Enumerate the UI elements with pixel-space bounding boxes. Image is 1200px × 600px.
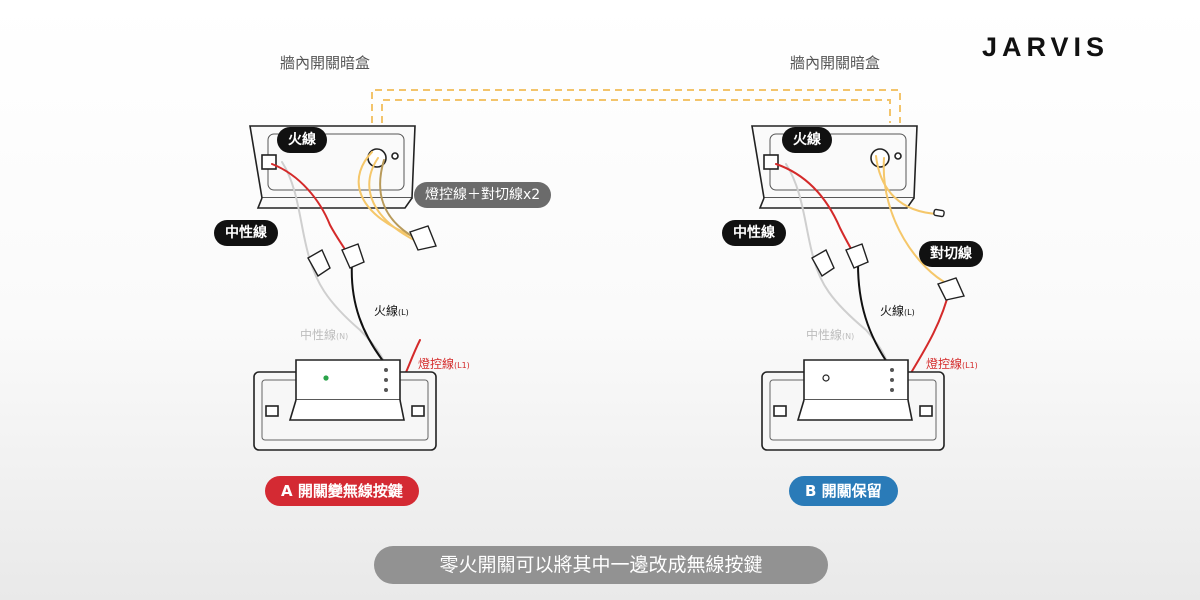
caption-b-badge: B 開關保留 (789, 476, 898, 506)
right-live-label: 火線(L) (880, 304, 915, 318)
left-bundle-pill: 燈控線＋對切線x2 (414, 182, 552, 208)
right-wire-nuts (811, 208, 965, 301)
left-wall-box (249, 125, 416, 209)
video-subtitle: 零火開關可以將其中一邊改成無線按鍵 (374, 546, 828, 584)
right-traveler-1 (875, 155, 939, 215)
caption-a-badge: A 開關變無線按鍵 (265, 476, 419, 506)
right-lamp-label: 燈控線(L1) (926, 357, 978, 371)
left-traveler-2 (368, 157, 415, 241)
right-live-pill: 火線 (782, 127, 832, 153)
jarvis-logo: JARVIS (982, 32, 1110, 62)
left-switch (253, 359, 437, 451)
right-neutral-wire (785, 163, 891, 373)
left-box-title: 牆內開關暗盒 (280, 54, 371, 72)
left-live-pill: 火線 (277, 127, 327, 153)
left-neutral-label: 中性線(N) (300, 328, 349, 342)
right-neutral-label: 中性線(N) (806, 328, 855, 342)
left-lamp-label: 燈控線(L1) (418, 357, 470, 371)
right-traveler-2 (882, 157, 949, 285)
dashed-link (371, 89, 901, 123)
right-box-title: 牆內開關暗盒 (790, 54, 881, 72)
left-neutral-pill: 中性線 (214, 220, 278, 246)
left-live-label: 火線(L) (374, 304, 409, 318)
right-neutral-pill: 中性線 (722, 220, 786, 246)
left-neutral-wire (281, 161, 389, 373)
left-live-wire (271, 163, 351, 259)
left-wire-nuts (307, 225, 437, 278)
left-traveler-3 (379, 159, 416, 239)
right-switch (761, 359, 945, 451)
right-traveler-pill: 對切線 (919, 241, 983, 267)
